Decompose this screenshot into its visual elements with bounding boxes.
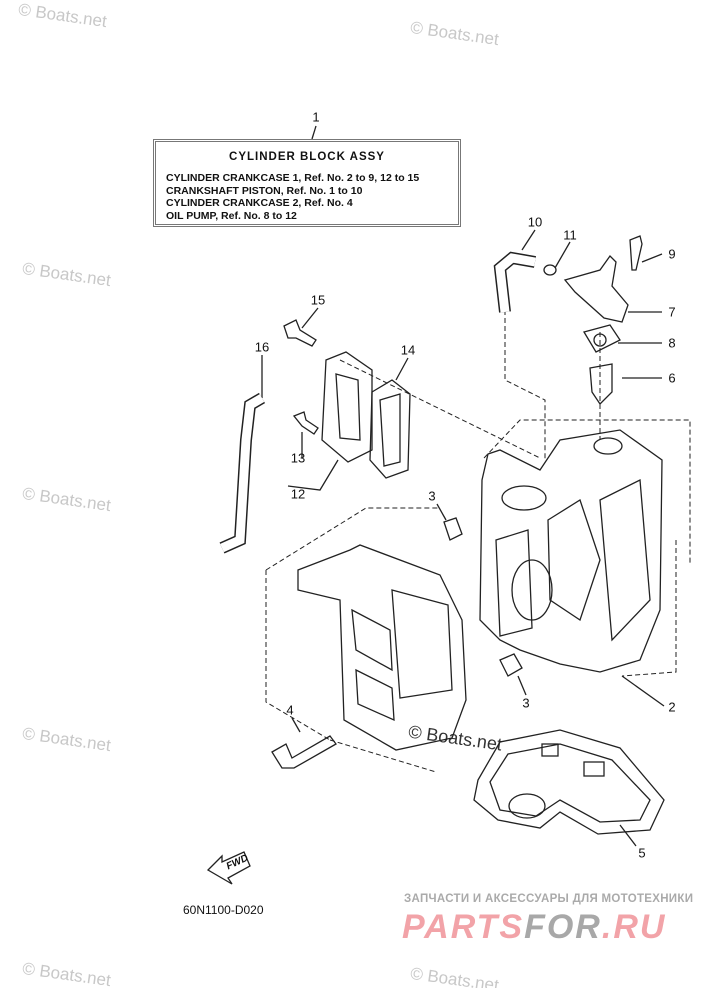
callout-14[interactable]: 14 (400, 342, 416, 358)
callout-4[interactable]: 4 (286, 702, 294, 718)
shop-logo-part: PARTS (402, 908, 525, 946)
shop-logo-part: FOR (524, 908, 602, 946)
callout-7[interactable]: 7 (668, 304, 676, 320)
callout-6[interactable]: 6 (668, 370, 676, 386)
callout-3[interactable]: 3 (428, 488, 436, 504)
callout-12[interactable]: 12 (290, 486, 306, 502)
callout-10[interactable]: 10 (527, 214, 543, 230)
assembly-line: CYLINDER CRANKCASE 2, Ref. No. 4 (166, 197, 353, 209)
callout-13[interactable]: 13 (290, 450, 306, 466)
assembly-line: OIL PUMP, Ref. No. 8 to 12 (166, 209, 297, 222)
callout-9[interactable]: 9 (668, 246, 676, 262)
callout-11[interactable]: 11 (563, 227, 577, 243)
callout-2[interactable]: 2 (668, 699, 676, 715)
assembly-line: CRANKSHAFT PISTON, Ref. No. 1 to 10 (166, 184, 363, 197)
assembly-title: CYLINDER BLOCK ASSY (229, 151, 385, 163)
callout-3[interactable]: 3 (522, 695, 530, 711)
shop-logo: PARTSFOR.RU (402, 908, 666, 947)
callout-15[interactable]: 15 (310, 292, 326, 308)
shop-subtitle: ЗАПЧАСТИ И АКСЕССУАРЫ ДЛЯ МОТОТЕХНИКИ (404, 893, 694, 905)
callout-5[interactable]: 5 (638, 845, 646, 861)
diagram-code: 60N1100-D020 (183, 903, 264, 917)
shop-logo-part: .RU (601, 908, 667, 946)
callout-16[interactable]: 16 (254, 339, 270, 355)
assembly-line: CYLINDER CRANKCASE 1, Ref. No. 2 to 9, 1… (166, 172, 420, 184)
callout-1[interactable]: 1 (312, 109, 320, 125)
callout-8[interactable]: 8 (668, 335, 676, 351)
assembly-info-box: CYLINDER BLOCK ASSY CYLINDER CRANKCASE 1… (153, 139, 461, 227)
